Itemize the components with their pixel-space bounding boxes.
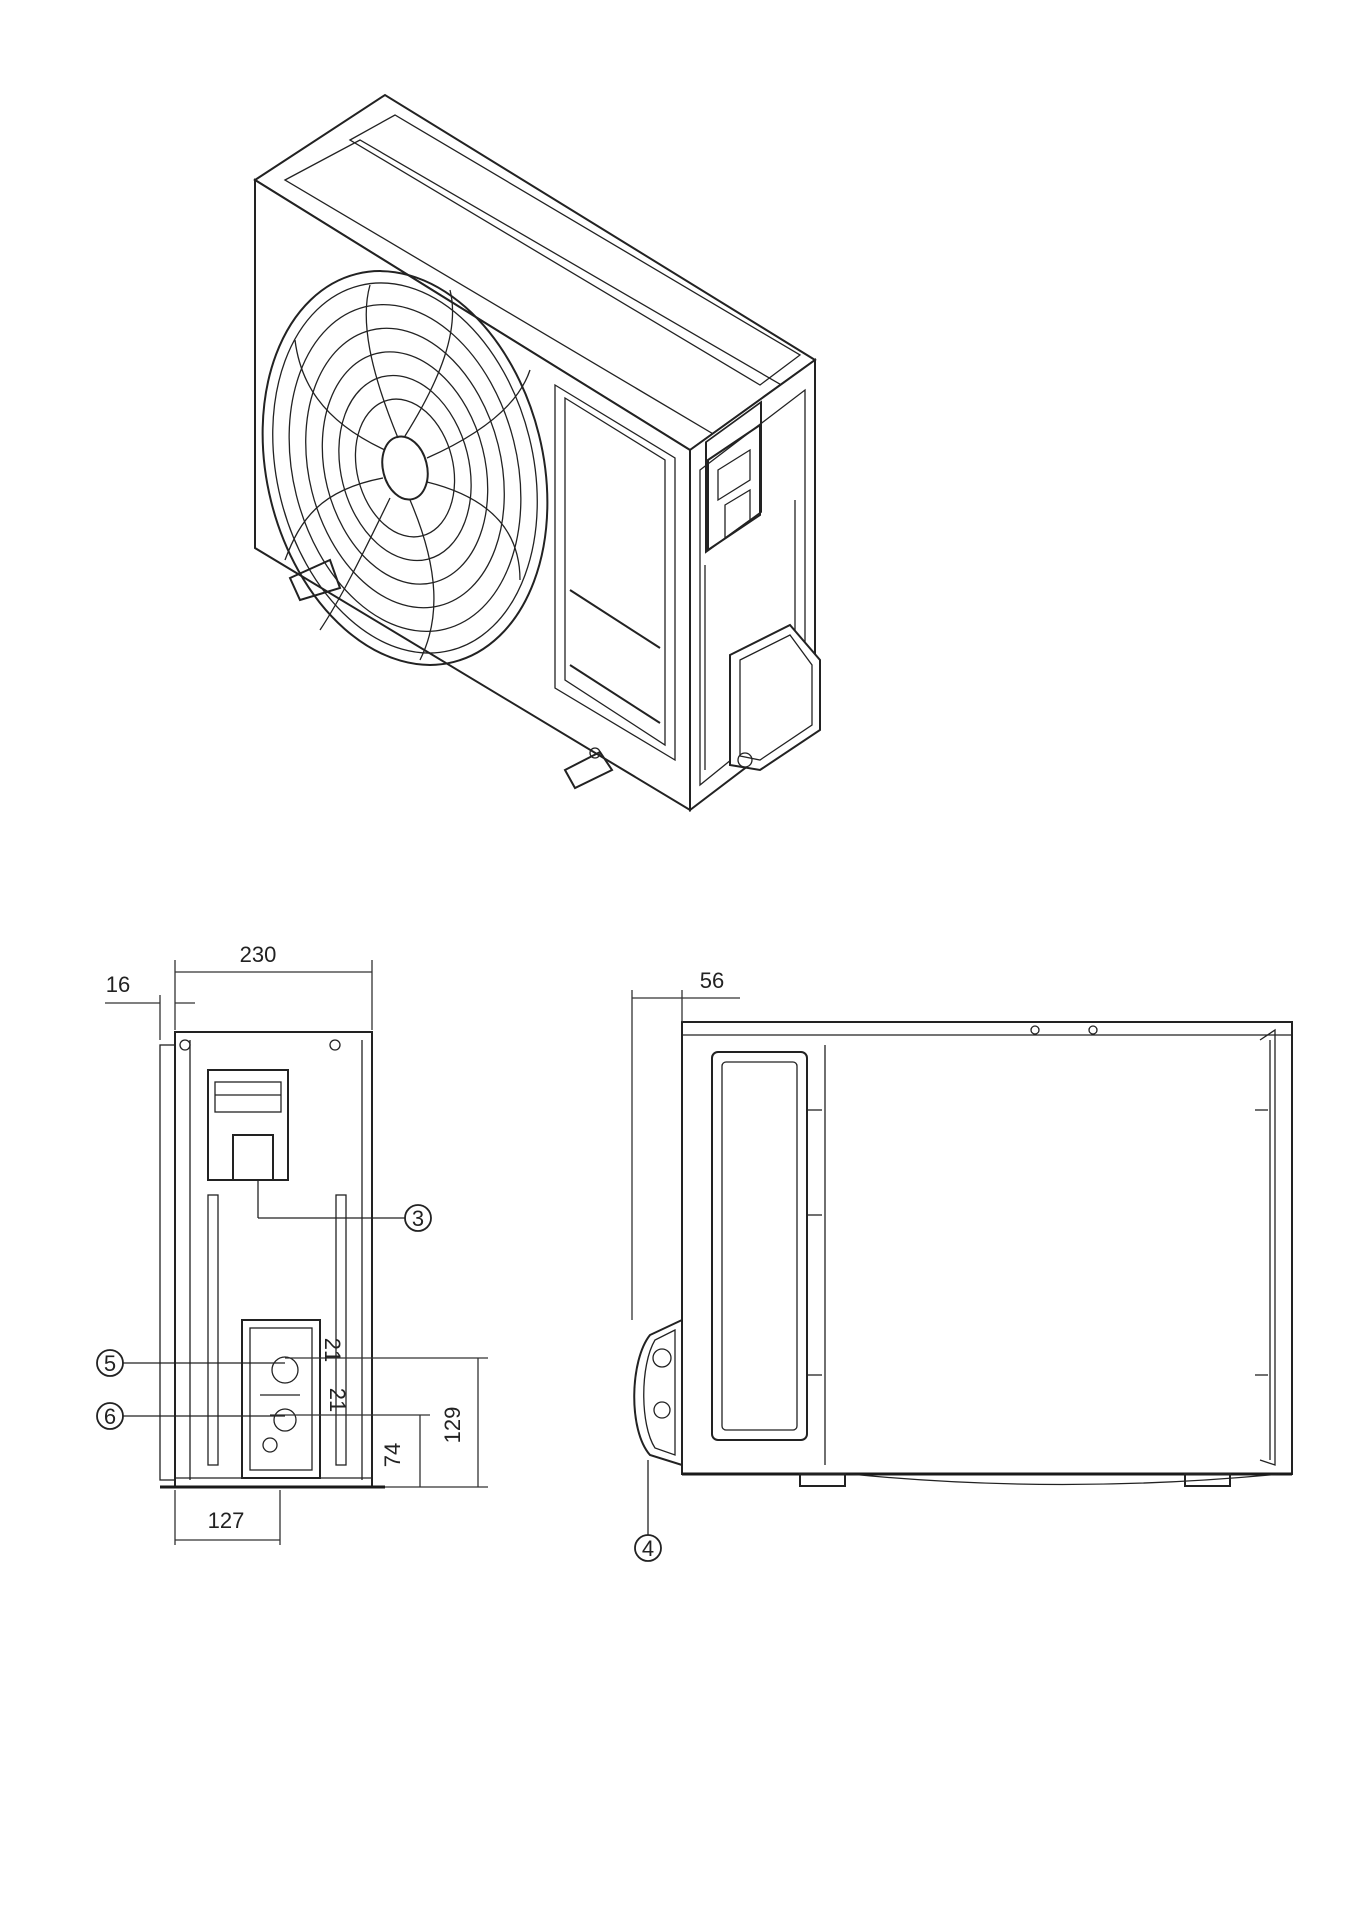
dim-offset-56: 56: [700, 968, 724, 993]
callout-5: 5: [104, 1351, 116, 1376]
dim-height-129: 129: [440, 1407, 465, 1444]
dim-pipe-21-lower: 21: [325, 1388, 350, 1412]
isometric-view: [253, 93, 821, 813]
dim-depth-127: 127: [208, 1508, 245, 1533]
side-view: 230 16 127 74 129 21 21 3 5 6: [96, 942, 488, 1545]
dim-pipe-21-upper: 21: [320, 1338, 345, 1362]
dim-width-230: 230: [240, 942, 277, 967]
dim-offset-16: 16: [106, 972, 130, 997]
callout-6: 6: [104, 1404, 116, 1429]
callout-4: 4: [642, 1536, 654, 1561]
callout-3: 3: [412, 1206, 424, 1231]
dim-height-74: 74: [380, 1443, 405, 1467]
front-view: 56 4: [631, 968, 1293, 1562]
fan-guard: [261, 270, 549, 666]
